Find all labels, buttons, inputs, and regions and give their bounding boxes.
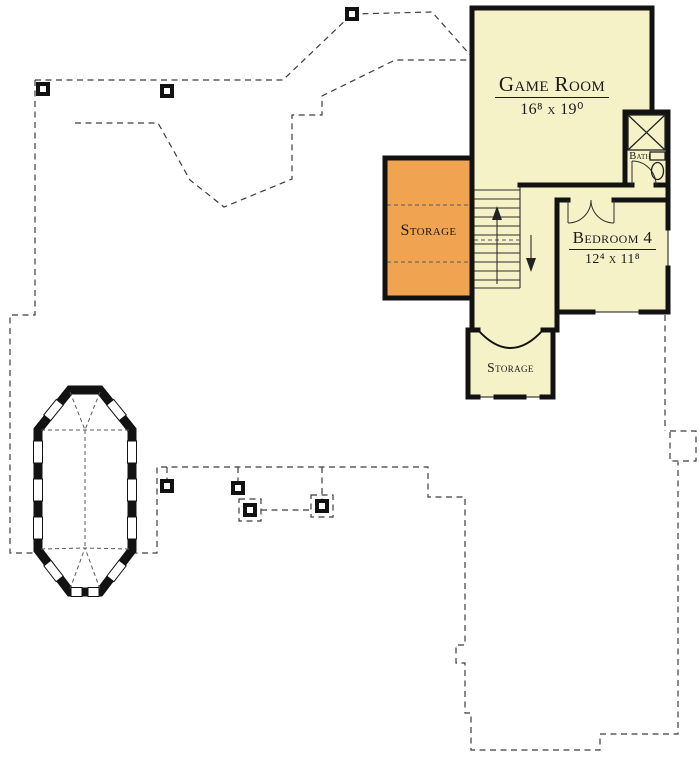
bath-fixtures: [627, 114, 666, 181]
bedroom4-label: Bedroom 4: [557, 228, 668, 250]
bath-area: [625, 112, 668, 185]
turret: [33, 385, 137, 597]
game-room-label: Game Room: [452, 72, 652, 99]
turret-windows: [33, 398, 137, 597]
toilet-bowl: [650, 161, 665, 181]
bedroom-door-right: [590, 199, 615, 224]
stair-hall-area: [472, 185, 557, 330]
storage-lower-area: [468, 330, 553, 397]
door-swings: [567, 160, 657, 224]
bedroom4-dimensions: 12⁴ x 11⁸: [584, 252, 641, 267]
turret-roof-lines: [40, 391, 130, 590]
game-room-area: [472, 8, 652, 185]
bath-door: [631, 160, 657, 186]
post: [231, 481, 245, 495]
chimney-outline: [669, 430, 697, 462]
post: [36, 82, 50, 96]
first-floor-outline: [9, 11, 697, 751]
bath-label: Bath: [629, 151, 651, 162]
bedroom4-area: [557, 200, 668, 312]
storage-attic-label: Storage: [400, 222, 457, 239]
toilet-tank: [649, 151, 666, 161]
walls: [382, 5, 671, 400]
storage-attic-area: [385, 158, 472, 298]
post: [160, 84, 174, 98]
post: [243, 503, 257, 517]
shower-tub: [627, 114, 666, 151]
porch-posts: [36, 7, 359, 517]
bedroom-door-left: [567, 199, 592, 224]
storage-lower-label: Storage: [487, 360, 534, 375]
post: [345, 7, 359, 21]
post: [160, 479, 174, 493]
curved-opening: [477, 329, 544, 349]
room-fills: [385, 8, 668, 397]
game-room-dimensions: 16⁸ x 19⁰: [520, 101, 584, 118]
post: [315, 499, 329, 513]
staircase: [474, 185, 536, 289]
